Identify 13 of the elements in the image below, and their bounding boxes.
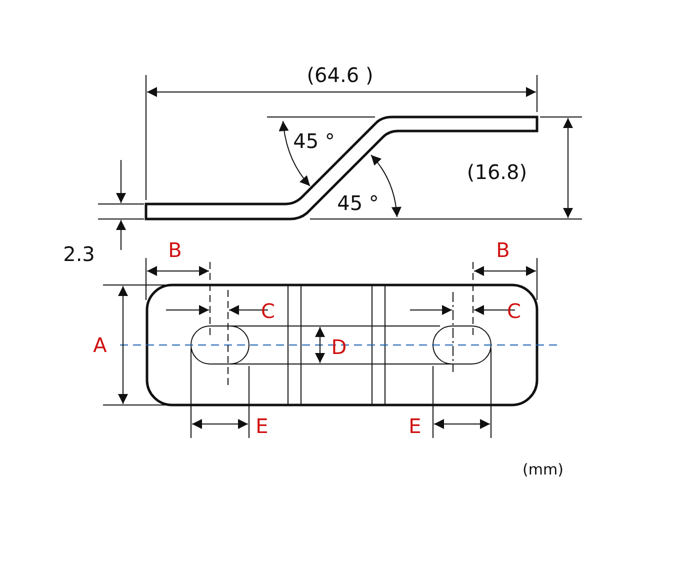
unit-note: (mm) xyxy=(522,462,564,478)
dimension-letter: C xyxy=(261,301,275,321)
dimension-letter: E xyxy=(256,416,268,436)
dimension-value: (16.8) xyxy=(466,162,528,182)
dimension-value: 2.3 xyxy=(63,244,95,264)
dimension-value: (64.6 ) xyxy=(306,65,374,85)
dimension-letter: C xyxy=(507,301,521,321)
angle-value: 45 ° xyxy=(337,193,379,213)
dimension-letter: E xyxy=(408,416,422,436)
dimension-letter: B xyxy=(168,240,182,260)
dimension-letter: B xyxy=(496,240,510,260)
dimension-letter: A xyxy=(93,335,107,355)
angle-value: 45 ° xyxy=(293,131,335,151)
